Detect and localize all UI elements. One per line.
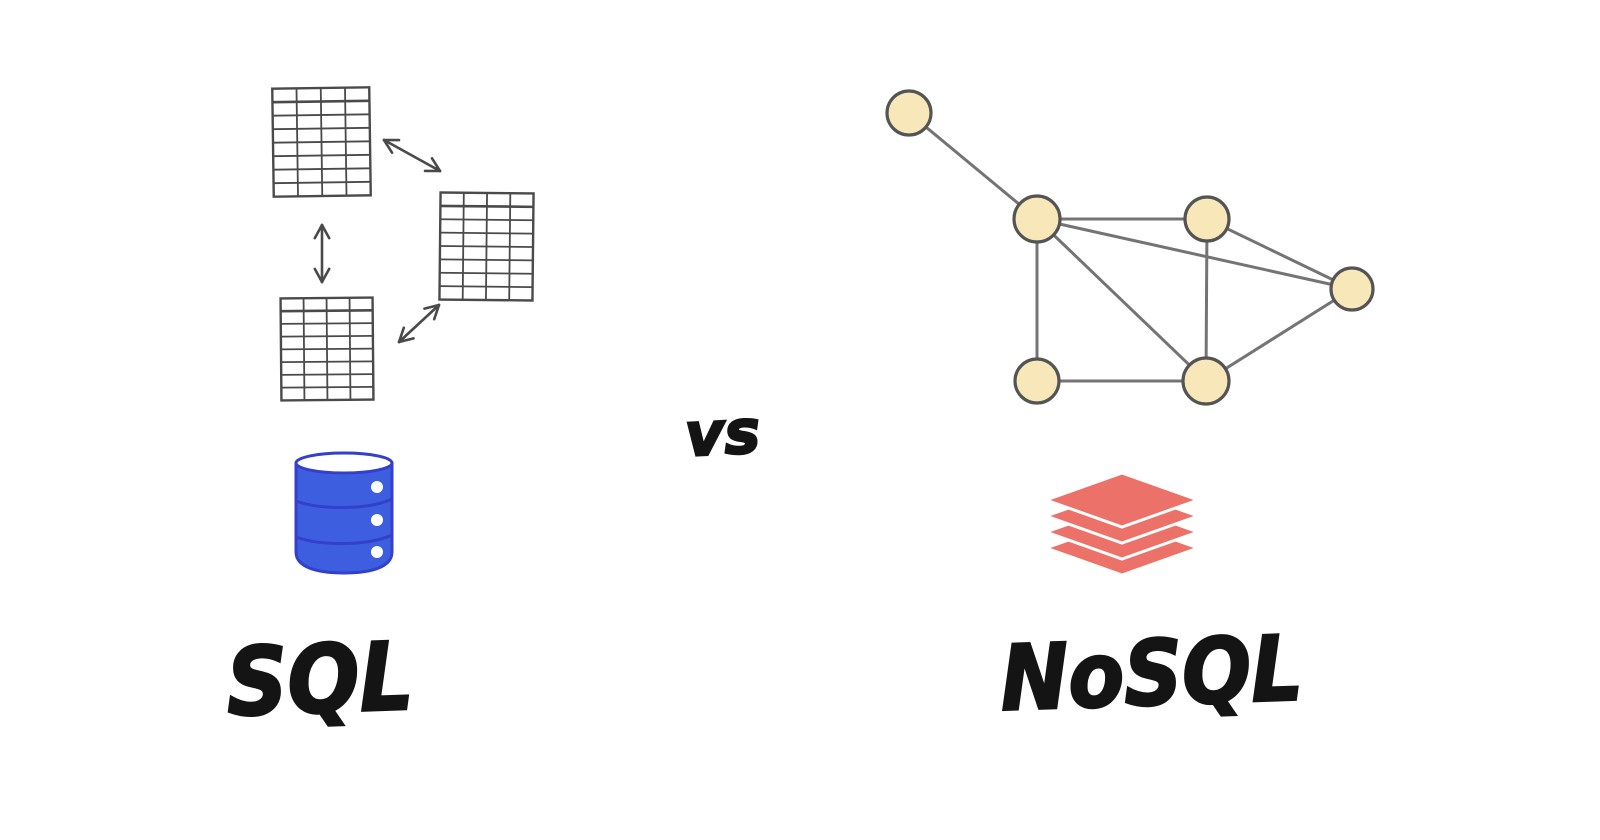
table-grid	[438, 191, 535, 302]
graph-node	[1329, 266, 1375, 312]
table-grid	[279, 296, 375, 402]
graph-edge	[1206, 217, 1353, 291]
layer-sheet	[1041, 471, 1203, 529]
sql-table-relation-arrows	[313, 138, 442, 344]
double-arrow	[313, 223, 331, 284]
cylinder-dot-2	[371, 514, 383, 526]
double-arrow	[397, 303, 441, 344]
graph-edge	[1205, 287, 1353, 383]
graph-edge	[1036, 217, 1353, 291]
table-grid	[271, 86, 372, 198]
sql-tables-cluster	[271, 86, 535, 402]
database-cylinder-icon	[294, 451, 394, 575]
graph-edge	[1204, 218, 1209, 382]
graph-node	[1013, 357, 1061, 405]
graph-node	[1183, 195, 1231, 243]
cylinder-top	[294, 451, 394, 475]
cylinder-divider-2	[294, 533, 394, 546]
vs-label: vs	[682, 396, 763, 472]
graph-edge	[908, 111, 1038, 221]
cylinder-body	[294, 461, 394, 575]
graph-node	[1181, 356, 1231, 406]
stacked-layers-icon	[1041, 471, 1203, 577]
cylinder-dot-1	[371, 481, 383, 493]
graph-node	[1012, 194, 1062, 244]
graph-node	[885, 89, 933, 137]
double-arrow	[382, 138, 442, 173]
nosql-label: NoSQL	[998, 615, 1306, 733]
cylinder-divider-1	[294, 497, 394, 510]
cylinder-dot-3	[371, 546, 383, 558]
nosql-graph-network	[885, 89, 1375, 406]
graph-edge	[1035, 217, 1208, 383]
sql-label: SQL	[224, 622, 417, 740]
